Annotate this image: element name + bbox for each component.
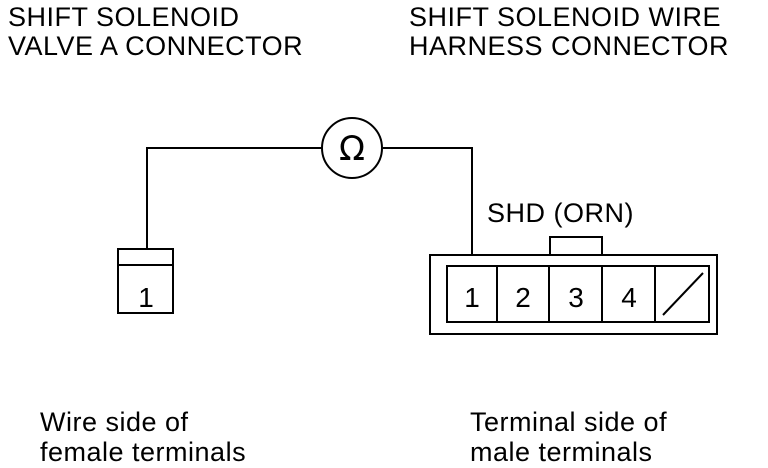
left-title-line1: SHIFT SOLENOID	[8, 2, 240, 32]
left-connector-title: SHIFT SOLENOID VALVE A CONNECTOR	[8, 3, 303, 61]
right-title-line2: HARNESS CONNECTOR	[409, 31, 730, 61]
right-connector: 1 2 3 4	[429, 236, 718, 335]
right-connector-title: SHIFT SOLENOID WIRE HARNESS CONNECTOR	[409, 3, 729, 61]
left-title-line2: VALVE A CONNECTOR	[8, 31, 304, 61]
left-connector-caption: Wire side of female terminals	[40, 407, 246, 467]
right-connector-caption: Terminal side of male terminals	[470, 407, 667, 467]
right-title-line1: SHIFT SOLENOID WIRE	[409, 2, 722, 32]
right-pin-4: 4	[621, 282, 637, 313]
left-connector: 1	[117, 248, 174, 314]
right-pin-2: 2	[515, 282, 531, 313]
left-pin-1: 1	[138, 282, 154, 313]
right-pin-3: 3	[568, 282, 584, 313]
blank-cavity-slash	[662, 272, 704, 316]
left-caption-line1: Wire side of	[40, 407, 189, 437]
connector-lock-tab	[549, 236, 603, 257]
ohmmeter-icon: Ω	[321, 117, 383, 179]
right-pin-1: 1	[464, 282, 480, 313]
ohm-symbol: Ω	[339, 129, 365, 169]
right-caption-line1: Terminal side of	[470, 407, 668, 437]
right-probe-wire	[383, 147, 473, 262]
left-caption-line2: female terminals	[40, 437, 247, 467]
right-caption-line2: male terminals	[470, 437, 653, 467]
wire-color-label: SHD (ORN)	[487, 198, 634, 228]
left-probe-wire	[146, 147, 322, 249]
